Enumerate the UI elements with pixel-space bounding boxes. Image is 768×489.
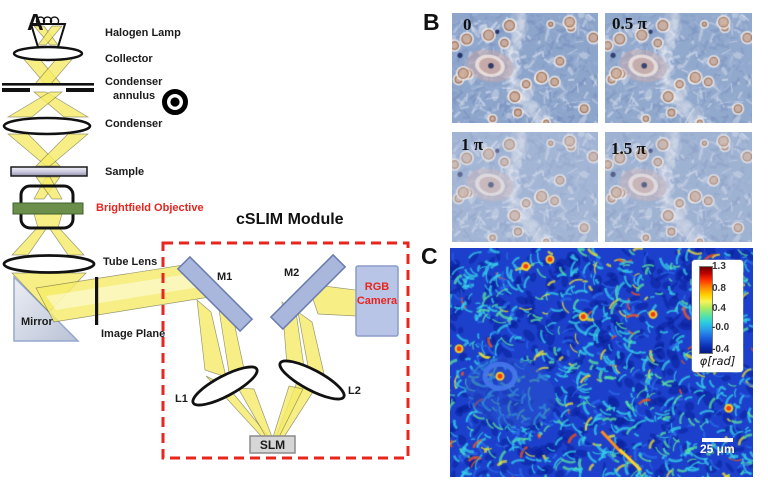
- phase-label-05pi: 0.5 π: [612, 14, 647, 33]
- tube-lens: [2, 254, 96, 274]
- phase-label-0: 0: [463, 15, 472, 34]
- panel-a-letter: A: [27, 9, 44, 35]
- optical-path-diagram: [2, 16, 410, 460]
- label-collector: Collector: [105, 53, 153, 65]
- condenser-annulus-plane: [2, 83, 94, 92]
- objective-green-band: [12, 202, 84, 215]
- image-plane-line: [95, 277, 99, 325]
- colorbar-tick-4: -0.0: [712, 322, 730, 333]
- label-rgb-camera-line1: RGB: [364, 281, 390, 293]
- mirror-m2: [269, 253, 347, 331]
- label-brightfield-objective: Brightfield Objective: [96, 202, 204, 214]
- label-condenser: Condenser: [105, 118, 163, 130]
- label-condenser-annulus-line1: Condenser: [105, 76, 163, 88]
- phase-label-1pi: 1 π: [461, 135, 484, 154]
- label-m1: M1: [217, 271, 233, 283]
- panel-b-letter: B: [423, 9, 440, 35]
- label-cslim-module-title: cSLIM Module: [236, 211, 344, 228]
- slm-box: [249, 435, 296, 454]
- label-l1: L1: [175, 393, 188, 405]
- histology-image-phase-1pi: [452, 132, 598, 242]
- label-image-plane: Image Plane: [101, 328, 166, 340]
- colorbar-tick-3: 0.4: [712, 303, 726, 314]
- condenser-lens: [2, 116, 92, 136]
- rgb-camera-box: [355, 265, 399, 337]
- label-l2: L2: [348, 385, 361, 397]
- lens-l1: [191, 365, 259, 407]
- sample-slide: [10, 166, 88, 177]
- colorbar-gradient: [699, 266, 713, 354]
- mirror-m1: [176, 255, 254, 333]
- phase-label-15pi: 1.5 π: [611, 139, 646, 158]
- lamp-filament-coil-icon: [35, 16, 60, 25]
- colorbar-unit-label: φ[rad]: [699, 354, 736, 368]
- label-rgb-camera-line2: Camera: [356, 295, 398, 307]
- scale-bar: [702, 438, 733, 442]
- histology-image-phase-15pi: [605, 132, 752, 242]
- label-condenser-annulus-line2: annulus: [113, 90, 156, 102]
- colorbar-tick-min: -0.4: [712, 344, 730, 355]
- scale-bar-label: 25 μm: [700, 442, 735, 456]
- lens-l2: [278, 359, 346, 401]
- label-halogen-lamp: Halogen Lamp: [105, 27, 181, 39]
- cslim-module-dashed-border: [161, 241, 410, 460]
- colorbar-tick-max: 1.3: [712, 261, 726, 272]
- label-sample: Sample: [105, 166, 145, 178]
- histology-image-phase-05pi: [605, 13, 752, 123]
- condenser-annulus-icon: [162, 89, 188, 115]
- label-slm: SLM: [259, 438, 286, 452]
- label-tube-lens: Tube Lens: [103, 256, 158, 268]
- colorbar: 1.3 0.8 0.4 -0.0 -0.4 φ[rad]: [692, 260, 743, 372]
- label-mirror: Mirror: [21, 316, 53, 328]
- colorbar-tick-2: 0.8: [712, 283, 726, 294]
- label-m2: M2: [284, 267, 300, 279]
- collector-lens: [12, 45, 84, 62]
- histology-image-phase-0: [452, 13, 598, 123]
- panel-c-letter: C: [421, 243, 438, 269]
